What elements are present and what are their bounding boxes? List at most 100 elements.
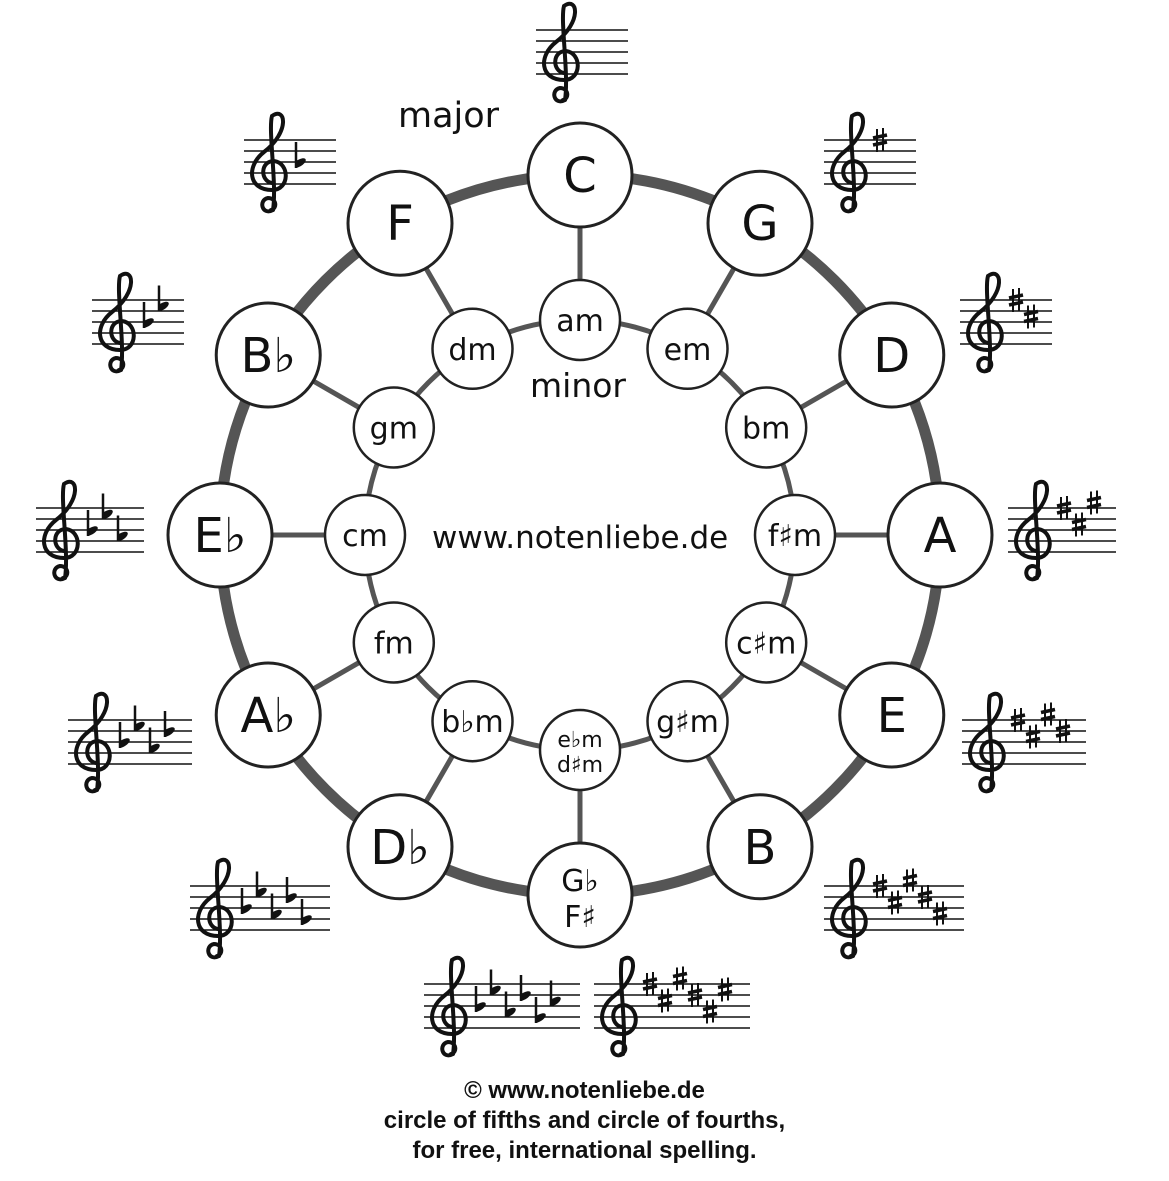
major-key-circle <box>838 301 946 409</box>
sharp-icon <box>642 972 658 996</box>
minor-key-gm: gm <box>352 386 436 469</box>
footer-spelling-line: for free, international spelling. <box>412 1137 757 1164</box>
sharp-icon <box>1010 708 1026 732</box>
major-key-label: D♭ <box>370 820 430 876</box>
footer: © www.notenliebe.de circle of fifths and… <box>0 1076 1169 1166</box>
treble-clef-icon <box>966 271 1004 374</box>
minor-key-label: dm <box>448 333 496 368</box>
major-key-e: E <box>838 661 946 769</box>
flat-icon <box>294 142 306 168</box>
minor-key-circle <box>646 307 729 391</box>
minor-key-b-flatm: b♭m <box>431 679 514 763</box>
major-key-c: C <box>526 121 634 229</box>
key-signature-f <box>244 111 336 214</box>
minor-key-fm: fm <box>352 601 436 684</box>
minor-key-label: em <box>664 333 712 368</box>
key-signature-d <box>960 271 1052 374</box>
flat-icon <box>504 991 516 1018</box>
treble-clef-icon <box>542 1 580 104</box>
flat-icon <box>163 711 175 737</box>
minor-key-g-sharpm: g♯m <box>646 679 729 763</box>
major-key-label: B <box>744 820 777 876</box>
major-key-label: B♭ <box>240 328 296 384</box>
key-signature-g <box>824 111 916 214</box>
major-key-label: G <box>741 196 778 252</box>
major-key-circle <box>838 661 946 769</box>
flat-icon <box>534 997 546 1023</box>
minor-key-label: f♯m <box>768 519 822 554</box>
major-key-label: E <box>877 688 907 744</box>
major-key-label: G♭ <box>561 864 598 899</box>
minor-key-c-sharpm: c♯m <box>724 601 808 684</box>
key-signature-g-flat <box>424 955 580 1058</box>
major-key-circle <box>346 793 454 901</box>
treble-clef-icon <box>250 111 288 214</box>
minor-key-label: am <box>556 304 604 339</box>
treble-clef-icon <box>830 111 868 214</box>
flat-icon <box>118 722 130 748</box>
major-key-circle <box>706 793 814 901</box>
minor-key-label: b♭m <box>441 705 503 740</box>
treble-clef-icon <box>98 271 136 374</box>
flat-icon <box>519 975 531 1001</box>
treble-clef-icon <box>430 955 468 1058</box>
major-key-d-flat: D♭ <box>346 793 454 901</box>
minor-key-bm: bm <box>724 386 808 469</box>
minor-key-label: g♯m <box>656 705 719 740</box>
flat-icon <box>549 980 561 1007</box>
key-signature-e <box>962 691 1086 794</box>
key-signature-c <box>536 1 628 104</box>
flat-icon <box>148 727 160 754</box>
minor-key-circle <box>323 493 407 577</box>
key-signature-b <box>824 857 964 960</box>
minor-key-f-sharpm: f♯m <box>753 493 837 577</box>
major-key-circle <box>166 481 274 589</box>
major-key-label: E♭ <box>194 508 247 564</box>
minor-key-circle <box>724 601 808 684</box>
key-signature-a-flat <box>68 691 192 794</box>
major-key-label: A <box>924 508 957 564</box>
sharp-icon <box>917 885 933 909</box>
minor-key-label: cm <box>342 519 388 554</box>
flat-icon <box>285 877 297 903</box>
flat-icon <box>101 493 113 520</box>
major-key-a: A <box>886 481 994 589</box>
flat-icon <box>86 510 98 536</box>
minor-key-circle <box>753 493 837 577</box>
sharp-icon <box>657 988 673 1013</box>
flat-icon <box>116 515 128 542</box>
major-key-circle <box>214 661 322 769</box>
sharp-icon <box>1071 512 1087 537</box>
minor-key-am: am <box>538 278 622 362</box>
sharp-icon <box>1025 724 1041 749</box>
major-key-circle <box>886 481 994 589</box>
minor-key-circle <box>538 708 622 792</box>
major-key-f: F <box>346 169 454 277</box>
flat-icon <box>157 285 169 312</box>
flat-icon <box>474 986 486 1012</box>
key-signature-f-sharp <box>594 955 750 1058</box>
major-key-d: D <box>838 301 946 409</box>
sharp-icon <box>1056 496 1072 520</box>
sharp-icon <box>702 999 718 1024</box>
footer-description-line: circle of fifths and circle of fourths, <box>383 1107 786 1134</box>
major-key-g: G <box>706 169 814 277</box>
major-key-label: C <box>563 148 597 204</box>
minor-key-label: bm <box>742 412 790 447</box>
minor-key-circle <box>431 307 514 391</box>
major-key-label: A♭ <box>240 688 295 744</box>
key-signature-e-flat <box>36 479 144 582</box>
treble-clef-icon <box>830 857 868 960</box>
minor-key-label: c♯m <box>736 627 796 662</box>
flat-icon <box>489 969 501 996</box>
flat-icon <box>300 899 312 925</box>
treble-clef-icon <box>968 691 1006 794</box>
major-key-circle <box>214 301 322 409</box>
major-key-b: B <box>706 793 814 901</box>
sharp-icon <box>902 868 918 893</box>
minor-key-circle <box>352 601 436 684</box>
minor-key-label: e♭m <box>557 728 602 753</box>
minor-key-label: fm <box>374 627 414 662</box>
minor-key-em: em <box>646 307 729 391</box>
website-label: www.notenliebe.de <box>432 520 729 556</box>
